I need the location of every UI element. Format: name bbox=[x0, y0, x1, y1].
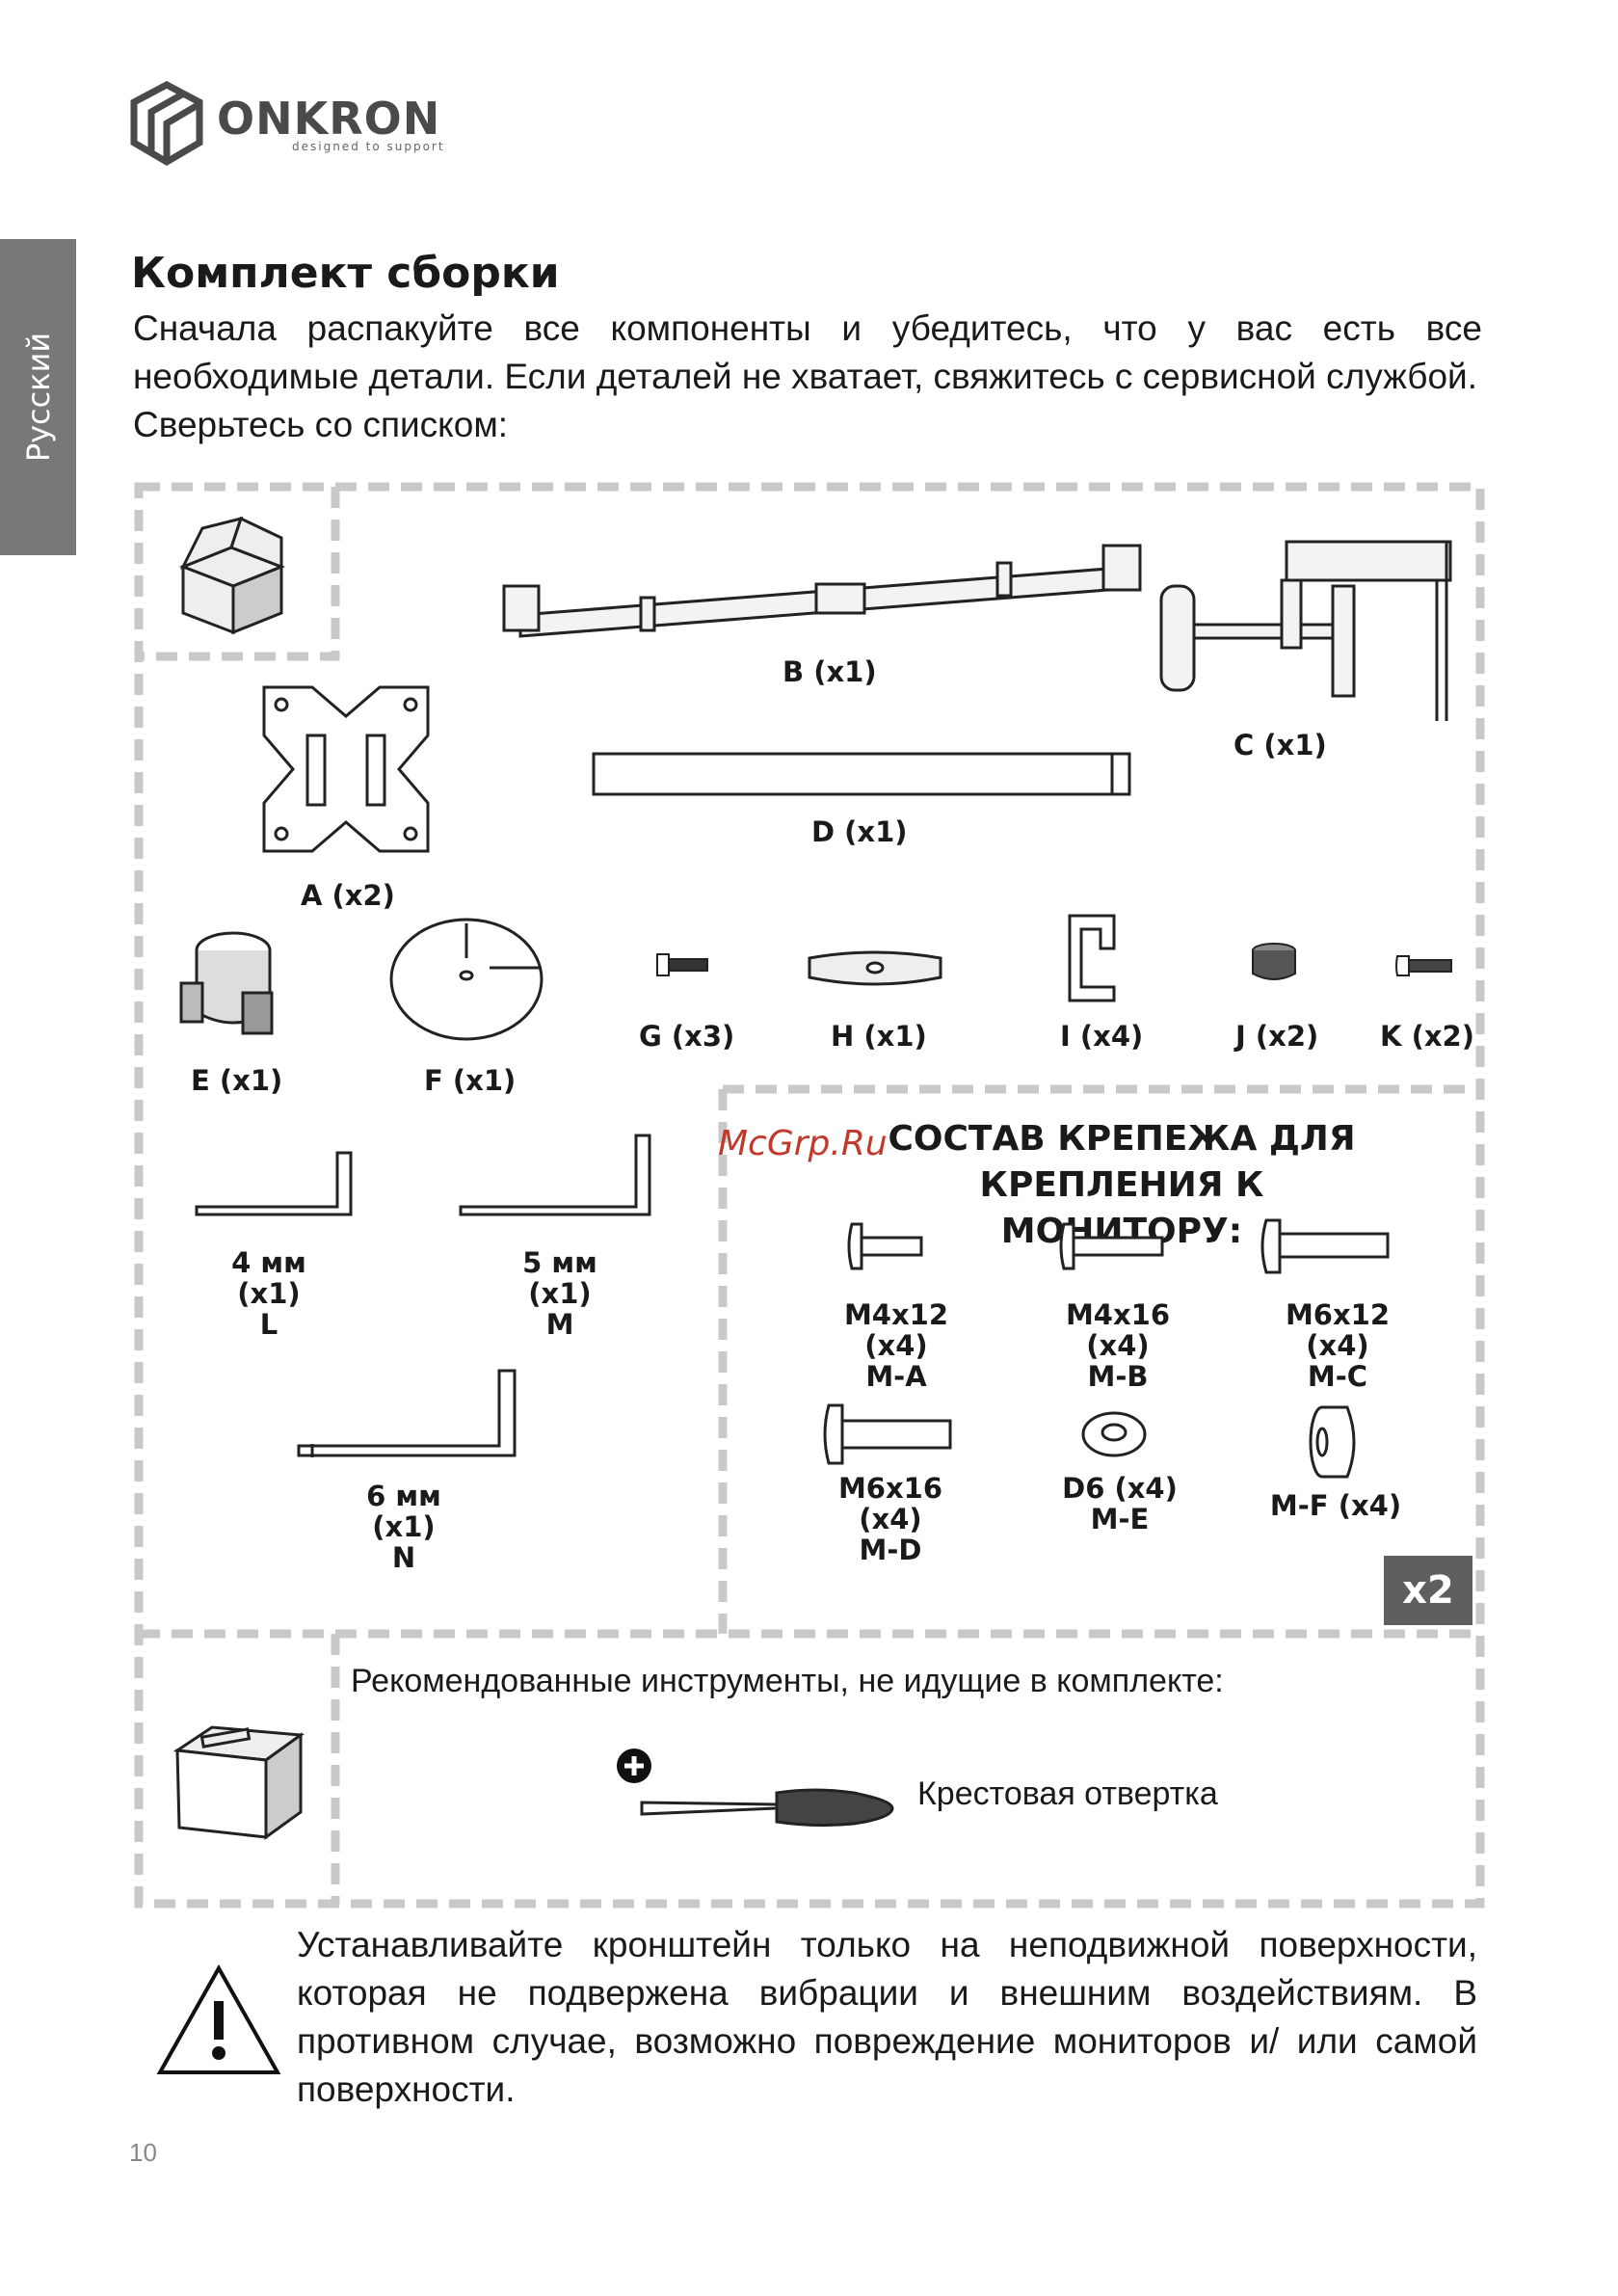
screw-m-d-icon bbox=[823, 1403, 952, 1465]
part-f-label: F (x1) bbox=[424, 1064, 517, 1097]
hardware-code: M-B bbox=[1087, 1360, 1149, 1393]
warning-text: Устанавливайте кронштейн только на непод… bbox=[297, 1925, 1477, 2109]
hardware-title-line1: СОСТАВ КРЕПЕЖА ДЛЯ bbox=[888, 1119, 1356, 1159]
hex-key-n-icon bbox=[297, 1369, 517, 1457]
intro-paragraph: Сначала распакуйте все компоненты и убед… bbox=[133, 308, 1482, 396]
part-i-cable-hook-icon bbox=[1068, 914, 1116, 1002]
hex-key-n-label: 6 мм (x1) N bbox=[332, 1481, 476, 1573]
hex-key-m-code: M bbox=[545, 1308, 574, 1341]
hardware-item-m-b: M4x16 (x4) M-B bbox=[1031, 1299, 1205, 1392]
language-tab: Русский bbox=[0, 239, 76, 555]
part-b-label: B (x1) bbox=[782, 655, 877, 688]
tools-title: Рекомендованные инструменты, не идущие в… bbox=[351, 1663, 1224, 1699]
box-icon bbox=[178, 516, 286, 635]
screw-m-c-icon bbox=[1260, 1218, 1390, 1274]
hardware-item-m-a: M4x12 (x4) M-A bbox=[809, 1299, 983, 1392]
part-c-clamp-icon bbox=[1159, 540, 1452, 721]
part-h-label: H (x1) bbox=[831, 1020, 927, 1053]
onkron-logo: ONKRON designed to support bbox=[128, 79, 456, 168]
part-e-cable-clip-icon bbox=[179, 931, 274, 1035]
part-k-label: K (x2) bbox=[1380, 1020, 1474, 1053]
part-e-label: E (x1) bbox=[191, 1064, 283, 1097]
hardware-title: СОСТАВ КРЕПЕЖА ДЛЯ КРЕПЛЕНИЯ К МОНИТОРУ: bbox=[871, 1116, 1372, 1255]
hardware-item-m-d: M6x16 (x4) M-D bbox=[804, 1473, 977, 1565]
logo-mark-icon bbox=[130, 81, 203, 167]
hex-key-l-icon bbox=[195, 1151, 353, 1216]
part-f-base-disc-icon bbox=[389, 918, 544, 1041]
warning-icon bbox=[156, 1963, 281, 2074]
hardware-item-m-f: M-F (x4) bbox=[1249, 1490, 1422, 1521]
part-d-pole-icon bbox=[592, 752, 1131, 796]
part-a-label: A (x2) bbox=[301, 879, 395, 912]
spacer-m-f-icon bbox=[1309, 1405, 1356, 1479]
hex-key-n-code: N bbox=[391, 1541, 416, 1574]
hardware-code: M-A bbox=[865, 1360, 927, 1393]
hardware-size: M4x12 (x4) bbox=[843, 1298, 949, 1362]
section-title: Комплект сборки bbox=[131, 249, 560, 298]
part-a-vesa-plate-icon bbox=[262, 685, 430, 853]
toolbox-icon bbox=[172, 1725, 305, 1840]
hex-key-l-label: 4 мм (x1) L bbox=[197, 1247, 341, 1340]
hardware-size: D6 (x4) bbox=[1062, 1472, 1178, 1505]
part-d-label: D (x1) bbox=[811, 815, 908, 848]
part-j-nut-icon bbox=[1252, 943, 1296, 980]
intro-last-line: Сверьтесь со списком: bbox=[133, 405, 509, 444]
screw-m-a-icon bbox=[847, 1222, 923, 1270]
multiplier-badge: x2 bbox=[1384, 1556, 1472, 1625]
washer-m-e-icon bbox=[1081, 1411, 1147, 1457]
intro-text: Сначала распакуйте все компоненты и убед… bbox=[133, 305, 1482, 449]
part-h-plate-icon bbox=[808, 950, 942, 986]
hardware-size: M4x16 (x4) bbox=[1065, 1298, 1171, 1362]
part-c-label: C (x1) bbox=[1233, 729, 1327, 761]
part-b-crossbar-icon bbox=[502, 544, 1142, 638]
watermark: McGrp.Ru bbox=[718, 1124, 888, 1163]
hex-key-m-icon bbox=[459, 1134, 651, 1216]
hardware-code: M-C bbox=[1307, 1360, 1368, 1393]
screwdriver-label: Крестовая отвертка bbox=[917, 1775, 1218, 1812]
hardware-code: M-D bbox=[859, 1534, 922, 1566]
page-number: 10 bbox=[129, 2138, 157, 2167]
hardware-size: M-F (x4) bbox=[1269, 1489, 1402, 1522]
hex-key-m-size: 5 мм (x1) bbox=[522, 1246, 597, 1310]
part-k-screw-icon bbox=[1395, 955, 1452, 976]
hex-key-l-code: L bbox=[259, 1308, 279, 1341]
part-g-label: G (x3) bbox=[639, 1020, 735, 1053]
hex-key-n-size: 6 мм (x1) bbox=[366, 1480, 441, 1543]
part-g-screw-icon bbox=[656, 953, 708, 976]
hardware-size: M6x16 (x4) bbox=[837, 1472, 943, 1535]
brand-name: ONKRON bbox=[217, 93, 441, 145]
hex-key-m-label: 5 мм (x1) M bbox=[488, 1247, 632, 1340]
hardware-size: M6x12 (x4) bbox=[1285, 1298, 1391, 1362]
part-i-label: I (x4) bbox=[1060, 1020, 1144, 1053]
hardware-item-m-c: M6x12 (x4) M-C bbox=[1251, 1299, 1424, 1392]
hardware-code: M-E bbox=[1090, 1503, 1150, 1535]
phillips-screwdriver-icon bbox=[617, 1749, 894, 1828]
screw-m-b-icon bbox=[1059, 1222, 1164, 1270]
brand-tagline: designed to support bbox=[292, 140, 445, 153]
hex-key-l-size: 4 мм (x1) bbox=[231, 1246, 306, 1310]
hardware-item-m-e: D6 (x4) M-E bbox=[1033, 1473, 1207, 1535]
part-j-label: J (x2) bbox=[1235, 1020, 1319, 1053]
